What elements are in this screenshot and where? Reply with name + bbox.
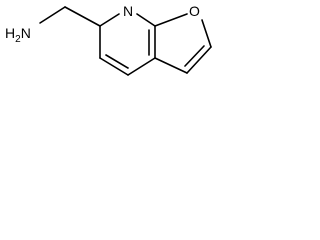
bond-c7a-n7 (136, 13, 156, 27)
bond-c5-c4-inner (105, 54, 129, 69)
bond-ch2-c6 (64, 6, 101, 27)
bond-o1-c2 (201, 19, 212, 48)
bond-c6-n7 (99, 13, 120, 27)
bond-c3-c3a (154, 57, 188, 74)
amine-nitrogen: N (21, 25, 31, 41)
bond-nh2-ch2 (39, 6, 66, 24)
structure-canvas: H2N N O (0, 0, 228, 94)
bond-c7a-o1 (154, 13, 188, 27)
amine-label: H2N (5, 25, 31, 45)
amine-hydrogen: H (5, 25, 15, 41)
furan-oxygen-label: O (189, 3, 200, 19)
chemical-structure: H2N N O (5, 3, 212, 76)
pyridine-nitrogen-label: N (123, 3, 133, 19)
bond-c5-c4 (99, 57, 129, 76)
amine-subscript: 2 (15, 34, 21, 45)
bond-c4-c3a (127, 57, 156, 76)
bond-c2-c3-inner (184, 45, 205, 67)
bond-c2-c3 (186, 46, 212, 74)
